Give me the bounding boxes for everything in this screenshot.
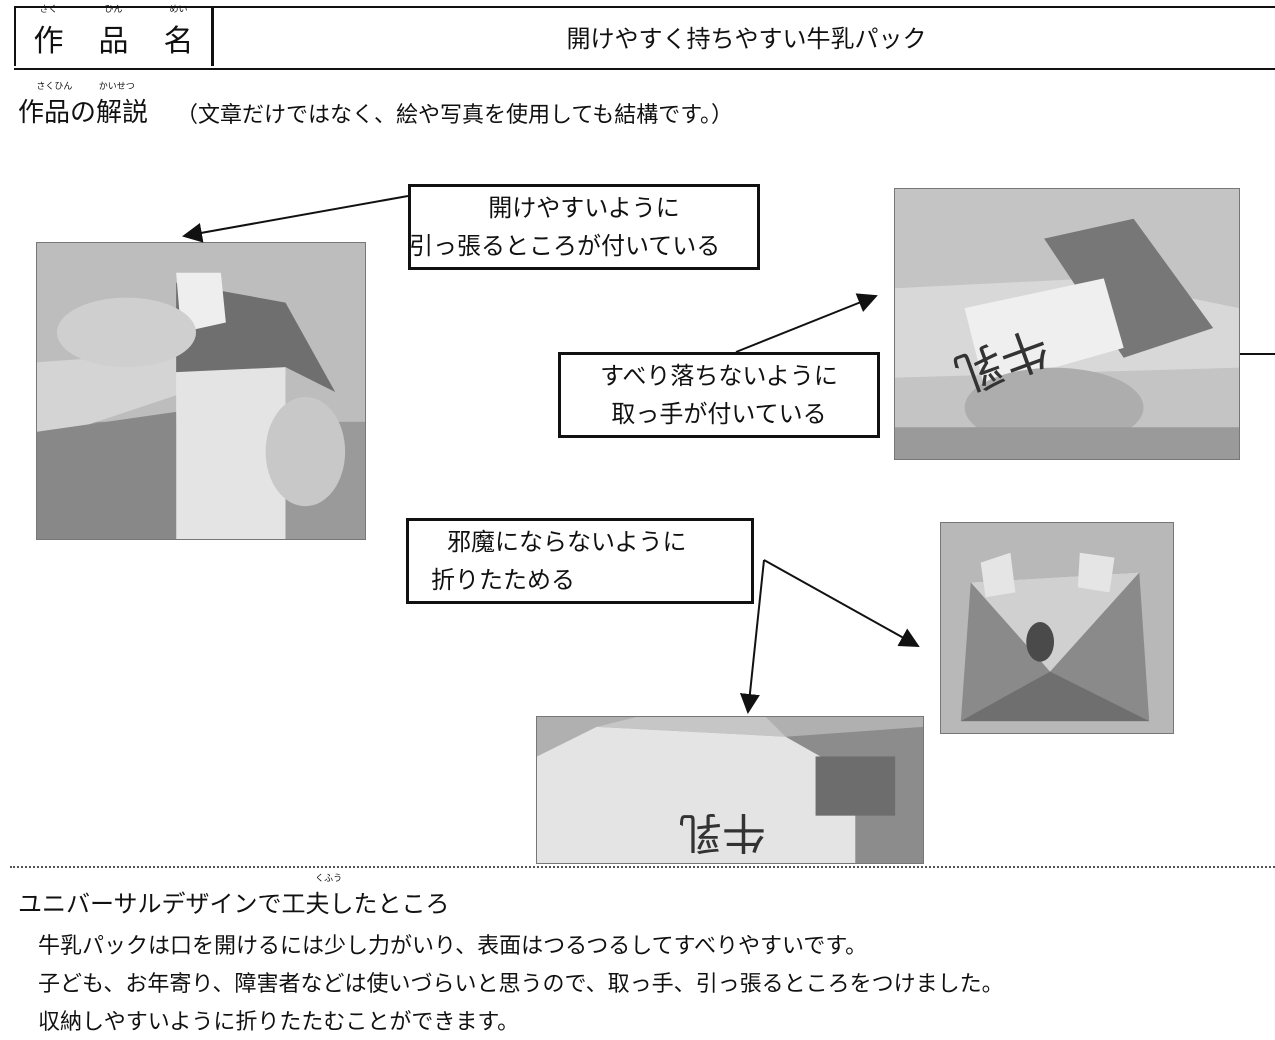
universal-design-line-1: 牛乳パックは口を開けるには少し力がいり、表面はつるつるしてすべりやすいです。 <box>38 934 868 959</box>
universal-design-line-3: 収納しやすいように折りたたむことができます。 <box>38 1010 520 1035</box>
label-char-2: ひん品 <box>98 5 129 59</box>
explanation-note: （文章だけではなく、絵や写真を使用しても結構です。） <box>176 103 734 128</box>
callout-handle-line2: 取っ手が付いている <box>611 400 827 428</box>
photo-folded <box>940 522 1174 734</box>
universal-design-line-2: 子ども、お年寄り、障害者などは使いづらいと思うので、取っ手、引っ張るところをつけ… <box>38 972 1004 997</box>
arrow-fold-right <box>763 559 920 647</box>
work-title: 開けやすく持ちやすい牛乳パック <box>566 24 927 53</box>
callout-handle-line1: すべり落ちないように <box>600 362 838 390</box>
arrow-pull <box>182 195 409 243</box>
photo-handle: 牛乳 <box>894 188 1240 460</box>
work-name-label: さく作 ひん品 めい名 <box>14 5 214 66</box>
universal-design-heading: くふうユニバーサルデザインで工夫したところ <box>18 874 450 918</box>
callout-fold: 邪魔にならないように 折りたためる <box>406 518 754 604</box>
explanation-heading-text: さくひん かいせつ 作品の解説 <box>18 82 149 128</box>
carton-label-text-2: 牛乳 <box>678 807 766 857</box>
label-char-3: めい名 <box>163 5 194 59</box>
photo-open-carton: 牛乳 <box>536 716 924 864</box>
callout-fold-line2: 折りたためる <box>431 566 575 594</box>
title-table <box>14 6 1275 70</box>
callout-pull-line2: 引っ張るところが付いている <box>409 232 721 260</box>
callout-pull-tab: 開けやすいように 引っ張るところが付いている <box>408 184 760 270</box>
callout-pull-line1: 開けやすいように <box>488 194 680 222</box>
arrow-handle <box>735 293 878 353</box>
label-char-1: さく作 <box>33 5 64 59</box>
callout-fold-line1: 邪魔にならないように <box>447 528 687 556</box>
callout-handle: すべり落ちないように 取っ手が付いている <box>558 352 880 438</box>
explanation-heading: さくひん かいせつ 作品の解説 （文章だけではなく、絵や写真を使用しても結構です… <box>18 82 734 129</box>
section-divider <box>10 866 1275 868</box>
photo-pull-tab <box>36 242 366 540</box>
